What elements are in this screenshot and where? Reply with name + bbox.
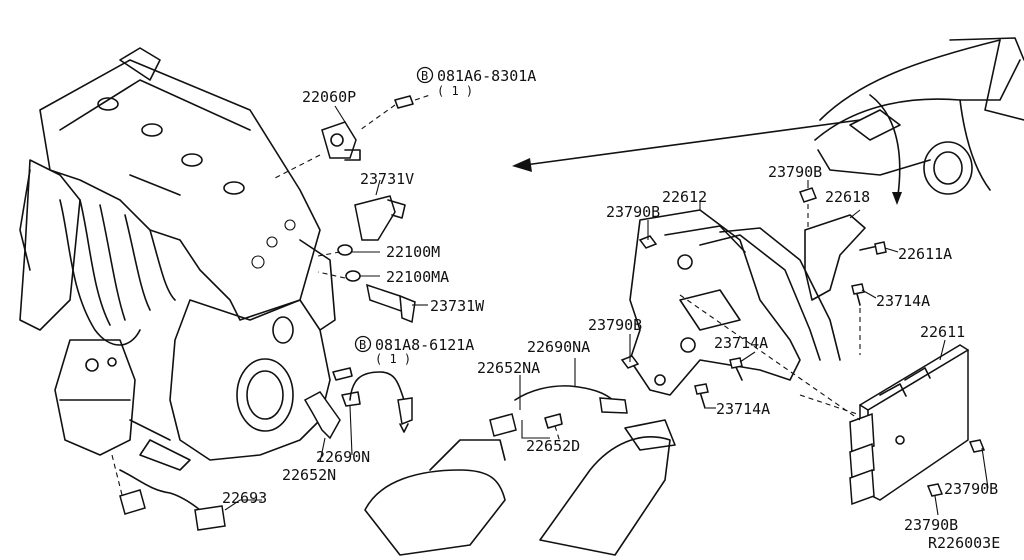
pointer-arrow (512, 119, 861, 172)
knock-sensor-22060P (274, 94, 431, 179)
label-22652D: 22652D (526, 437, 580, 455)
bracket-22618 (799, 187, 887, 301)
label-22612: 22612 (662, 188, 707, 206)
sensor-22693 (111, 454, 226, 531)
engine-illustration (19, 47, 336, 471)
label-23790B-a: 23790B (606, 203, 660, 221)
bolt-badge-2-letter: B (359, 338, 366, 352)
label-23714A-a: 23714A (876, 292, 930, 310)
label-22611A: 22611A (898, 245, 952, 263)
label-23731W: 23731W (430, 297, 485, 315)
callout-labels: 22060P B 081A6-8301A ( 1 ) 23731V 22100M… (222, 66, 1000, 552)
label-bolt2-qty: ( 1 ) (375, 352, 411, 366)
bolts-23714A (694, 283, 865, 409)
label-23790B-c: 23790B (588, 316, 642, 334)
label-22690N: 22690N (316, 448, 370, 466)
label-23714A-b: 23714A (714, 334, 768, 352)
label-23790B-e: 23790B (904, 516, 958, 534)
reference-code: R226003E (928, 534, 1000, 552)
label-081A6-8301A: 081A6-8301A (437, 67, 536, 85)
ecm-bracket-22612 (620, 209, 841, 396)
bolt-badge-1 (416, 66, 434, 84)
label-23714A-c: 23714A (716, 400, 770, 418)
label-bolt1-qty: ( 1 ) (437, 84, 473, 98)
label-23731V: 23731V (360, 170, 414, 188)
leader-lines (224, 105, 989, 516)
bolt-badge-1-letter: B (421, 69, 428, 83)
label-22100MA: 22100MA (386, 268, 449, 286)
label-22693: 22693 (222, 489, 267, 507)
o2-sensor-22690N (303, 367, 413, 440)
label-22652NA: 22652NA (477, 359, 540, 377)
cam-sensor-23731V (317, 195, 406, 257)
label-22060P: 22060P (302, 88, 356, 106)
bolt-badge-2 (354, 335, 372, 353)
label-22100M: 22100M (386, 243, 440, 261)
label-22611: 22611 (920, 323, 965, 341)
label-081A8-6121A: 081A8-6121A (375, 336, 474, 354)
catalyst-lower (364, 419, 676, 556)
vehicle-inset (814, 37, 1024, 205)
label-22652N: 22652N (282, 466, 336, 484)
label-23790B-d: 23790B (944, 480, 998, 498)
o2-sensor-22690NA (489, 385, 628, 443)
label-22690NA: 22690NA (527, 338, 590, 356)
label-23790B-b: 23790B (768, 163, 822, 181)
ecm-unit-22611 (679, 294, 986, 506)
label-22618: 22618 (825, 188, 870, 206)
sensor-23731W (317, 270, 416, 324)
